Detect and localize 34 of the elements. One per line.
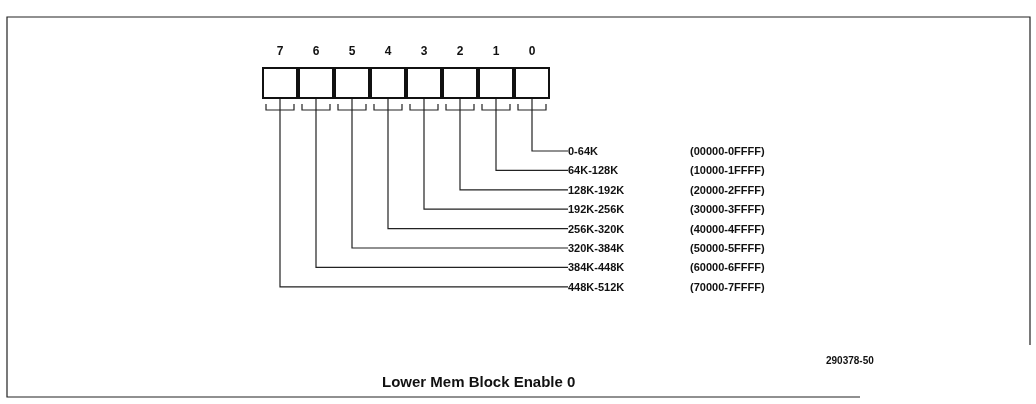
address-range: 320K-384K [568, 241, 625, 256]
bit-number: 7 [275, 44, 285, 58]
address-range: 256K-320K [568, 221, 625, 237]
bit-number: 6 [311, 44, 321, 58]
bit-number: 4 [383, 44, 393, 58]
bit-number: 2 [455, 44, 465, 58]
bit-number: 1 [491, 44, 501, 58]
hex-address-range: (70000-7FFFF) [690, 279, 765, 295]
leader-line [351, 98, 569, 249]
bit-number: 5 [347, 44, 357, 58]
address-range: 192K-256K [568, 202, 625, 218]
hex-address-range: (60000-6FFFF) [690, 260, 765, 276]
hex-address-range: (20000-2FFFF) [690, 182, 765, 198]
address-range: 448K-512K [568, 279, 625, 295]
leader-line [495, 98, 569, 171]
bit-number: 0 [527, 44, 537, 58]
leader-line [423, 98, 569, 210]
address-range: 384K-448K [568, 260, 625, 276]
address-range: 0-64K [568, 144, 598, 159]
figure-number: 290378-50 [826, 355, 874, 366]
hex-address-range: (50000-5FFFF) [690, 241, 765, 256]
leader-line [459, 98, 569, 191]
hex-address-range: (10000-1FFFF) [690, 163, 765, 179]
hex-address-range: (40000-4FFFF) [690, 221, 765, 237]
hex-address-range: (30000-3FFFF) [690, 202, 765, 218]
address-range: 64K-128K [568, 163, 619, 179]
bit-number: 3 [419, 44, 429, 58]
leader-line [279, 98, 569, 288]
address-range: 128K-192K [568, 182, 625, 198]
leader-line [315, 98, 569, 268]
leader-line [531, 98, 569, 152]
leader-line [387, 98, 569, 230]
hex-address-range: (00000-0FFFF) [690, 144, 765, 159]
caption: Lower Mem Block Enable 0 [382, 373, 576, 390]
